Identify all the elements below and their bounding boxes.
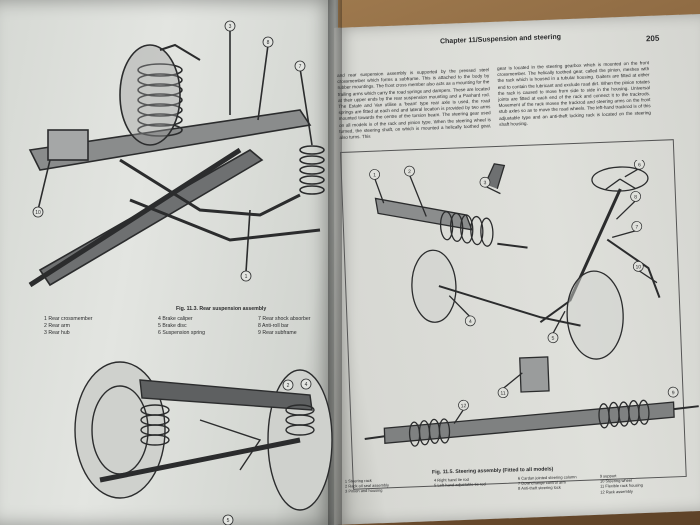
legend-item: 7 Rear shock absorber	[258, 316, 311, 322]
legend-item: 12 Rack assembly	[600, 488, 633, 495]
rear-suspension-illustration: 3 8 7 10 1 2 4 5	[28, 20, 333, 525]
coil-spring-left	[137, 63, 183, 137]
callout-6: 6	[638, 162, 641, 168]
coil-spring-right	[299, 145, 325, 195]
callout-7: 7	[299, 64, 302, 70]
legend-left-col1: 1 Rear crossmember 2 Rear arm 3 Rear hub	[44, 316, 92, 338]
book-gutter	[328, 0, 342, 525]
rack-gaiter-lower-left	[408, 418, 451, 447]
callout-11: 11	[500, 391, 506, 397]
callout-2: 2	[408, 169, 411, 175]
rack-gaiter-upper	[439, 211, 494, 247]
callout-4: 4	[469, 319, 472, 325]
body-column-1: and rear suspension assembly is supporte…	[337, 67, 492, 140]
coil-spring-lower	[140, 404, 315, 446]
legend-item: 9 Rear subframe	[258, 330, 297, 337]
legend-left-col2: 4 Brake caliper 5 Brake disc 6 Suspensio…	[158, 316, 205, 338]
legend-right-col3: 6 Cardan jointed steering column 7 Downc…	[518, 474, 577, 491]
legend-item: 2 Rear arm	[44, 323, 70, 330]
steering-assembly-illustration: 1 2 3 6 8 7 10 4 5 11 12 9	[364, 160, 699, 447]
callout-12: 12	[461, 403, 467, 409]
callout-10: 10	[35, 210, 41, 216]
legend-item: 3 Rear hub	[44, 330, 70, 337]
callout-10: 10	[635, 264, 641, 270]
legend-right-col1: 1 Steering rack 2 Rack oil seal assembly…	[345, 477, 389, 494]
callout-3: 3	[483, 180, 486, 186]
legend-item: 4 Brake caliper	[158, 316, 193, 322]
legend-right-col2: 4 Right hand tie rod 5 Left hand adjusta…	[434, 476, 486, 488]
legend-item: 1 Rear crossmember	[44, 316, 93, 322]
callout-8: 8	[634, 194, 637, 200]
legend-item: 6 Suspension spring	[158, 330, 206, 337]
body-column-2: gear is located in the steering gearbox …	[497, 60, 651, 127]
legend-right-col4: 9 support 10 Steering wheel 11 Flexible …	[600, 472, 643, 494]
legend-item: 5 Brake disc	[158, 323, 187, 330]
page-number: 205	[645, 33, 660, 44]
callout-9: 9	[672, 390, 675, 396]
callout-2: 2	[287, 383, 290, 389]
rack-gaiter-lower-right	[598, 399, 650, 429]
steering-wheel-drawing	[591, 166, 649, 192]
callout-7: 7	[635, 224, 638, 230]
legend-item: 8 Anti-roll bar	[258, 323, 289, 330]
callout-3: 3	[229, 24, 232, 30]
callout-5: 5	[227, 518, 230, 524]
legend-left-col3: 7 Rear shock absorber 8 Anti-roll bar 9 …	[258, 316, 310, 338]
callout-1: 1	[373, 172, 376, 178]
callout-8: 8	[267, 40, 270, 46]
callout-4: 4	[305, 382, 308, 388]
callout-5: 5	[552, 336, 555, 342]
figure-caption-left: Fig. 11.3. Rear suspension assembly	[176, 306, 267, 312]
callout-1: 1	[245, 274, 248, 280]
